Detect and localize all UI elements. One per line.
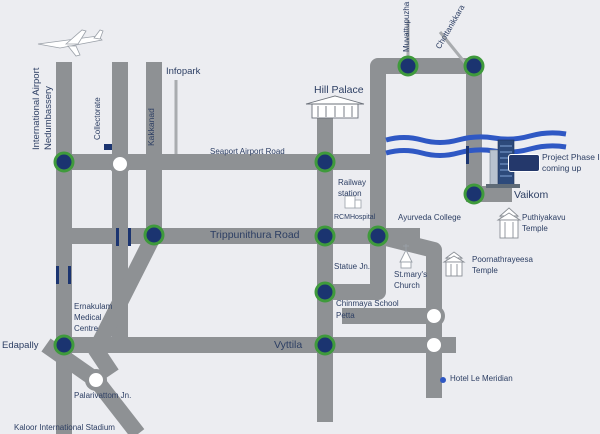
junction-chottanikkara: [463, 55, 485, 77]
bridge-mark-5: [466, 146, 469, 164]
label-station: station: [338, 189, 362, 198]
label-vyttila: Vyttila: [274, 339, 303, 351]
airplane-icon: [37, 29, 104, 57]
junction-kakkanad: [143, 224, 165, 246]
river-line-upper: [385, 130, 567, 145]
label-kakkanad: Kakkanad: [146, 108, 156, 146]
label-nedumbassery: Nedumbassery: [43, 86, 54, 150]
label-puthiyakavu-temple: Temple: [522, 224, 548, 233]
hospital-building-icon: [344, 195, 362, 209]
junction-seaport-hill-palace: [314, 151, 336, 173]
label-rcm-hospital: RCMHospital: [334, 214, 376, 221]
bridge-mark-2: [116, 228, 119, 246]
label-trippunithura-road: Trippunithura Road: [210, 229, 300, 241]
church-icon: [399, 244, 413, 269]
bridges: [56, 144, 469, 284]
label-project-phase-ii: Project Phase II: [542, 152, 600, 162]
junction-ayurveda-college: [367, 225, 389, 247]
minor-roads: [174, 20, 468, 154]
junction-trippunithura: [314, 225, 336, 247]
label-st-marys: St.mary's: [394, 270, 428, 279]
temple-icon: [442, 251, 466, 277]
road-muvattupuzha: [370, 58, 482, 236]
temple-icon: [496, 207, 522, 239]
junctions: [53, 55, 485, 356]
label-international-airport: International Airport: [31, 67, 42, 150]
label-ayurveda-college: Ayurveda College: [398, 213, 462, 222]
hotel-marker-icon: [440, 377, 446, 383]
road-chottanikkara-top: [438, 31, 468, 65]
roundabout-palarivattom: [85, 369, 107, 391]
label-statue-jn: Statue Jn.: [334, 262, 371, 271]
label-collectorate: Collectorate: [93, 97, 102, 140]
label-church: Church: [394, 281, 420, 290]
label-hotel-le-meridian: Hotel Le Meridian: [450, 374, 513, 383]
bridge-mark-1: [128, 228, 131, 246]
tower-building-icon: [486, 139, 520, 188]
bridge-collectorate: [104, 144, 112, 150]
junction-seaport-west: [53, 151, 75, 173]
label-ernakulam: Ernakulam: [74, 302, 113, 311]
label-infopark: Infopark: [166, 66, 201, 77]
bridge-mark-3: [56, 266, 59, 284]
label-hill-palace: Hill Palace: [314, 84, 364, 96]
river-line-lower: [385, 143, 567, 158]
label-centre: Centre: [74, 324, 99, 333]
label-poornathrayeesa-temple: Temple: [472, 266, 498, 275]
junction-chinmaya: [314, 281, 336, 303]
project-callout-badge: [508, 154, 540, 172]
roundabout-petta: [423, 305, 445, 327]
label-edapally: Edapally: [2, 340, 39, 351]
label-railway: Railway: [338, 178, 367, 187]
road-chinmaya-loop: [325, 236, 386, 300]
label-puthiyakavu: Puthiyakavu: [522, 213, 566, 222]
hill-palace-icon: [305, 95, 365, 119]
label-petta: Petta: [336, 311, 355, 320]
label-poornathrayeesa: Poornathrayeesa: [472, 255, 533, 264]
roundabouts: [85, 153, 445, 391]
label-palarivattom-jn: Palarivattom Jn.: [74, 391, 132, 400]
road-kakkanad: [88, 62, 162, 379]
junction-muvattupuzha: [397, 55, 419, 77]
label-seaport-airport-road: Seaport Airport Road: [210, 147, 285, 156]
junction-vyttila: [314, 334, 336, 356]
roundabout-collectorate: [109, 153, 131, 175]
junction-edapally: [53, 334, 75, 356]
label-medical: Medical: [74, 313, 102, 322]
label-chinmaya-school: Chinmaya School: [336, 299, 399, 308]
label-vaikom: Vaikom: [514, 189, 549, 201]
roundabout-vyttila-east: [423, 334, 445, 356]
river: [385, 130, 567, 158]
label-kaloor-stadium: Kaloor International Stadium: [14, 423, 115, 432]
bridge-mark-4: [68, 266, 71, 284]
label-coming-up: coming up: [542, 163, 582, 173]
label-muvattupuzha: Muvattupuzha: [402, 1, 411, 52]
junction-vaikom: [463, 183, 485, 205]
